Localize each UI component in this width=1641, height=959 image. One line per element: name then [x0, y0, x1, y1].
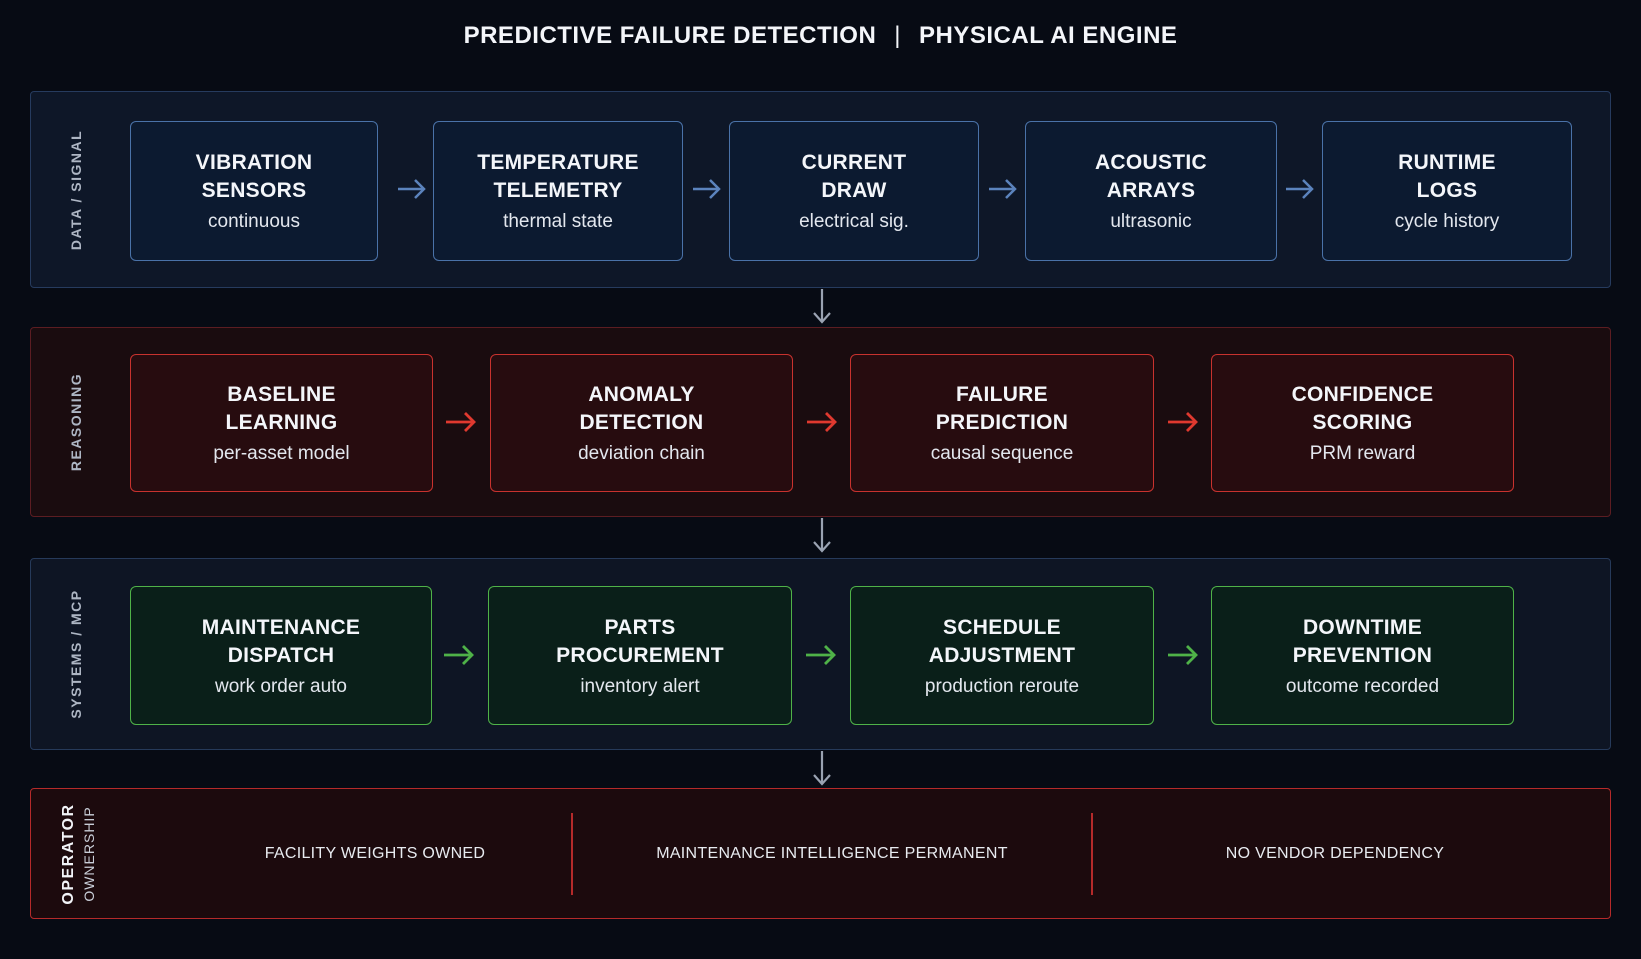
node-subtitle: outcome recorded [1285, 675, 1440, 697]
arrow-down-icon [813, 289, 831, 324]
node-temperature-telemetry: TEMPERATURE TELEMETRY thermal state [433, 121, 683, 261]
ownership-item-no-vendor-dependency: NO VENDOR DEPENDENCY [1225, 844, 1445, 862]
node-subtitle: PRM reward [1309, 443, 1416, 464]
node-runtime-logs: RUNTIME LOGS cycle history [1322, 121, 1572, 261]
node-maintenance-dispatch: MAINTENANCE DISPATCH work order auto [130, 586, 432, 725]
lane-systems-mcp: SYSTEMS / MCP MAINTENANCE DISPATCH work … [30, 558, 1611, 750]
node-downtime-prevention: DOWNTIME PREVENTION outcome recorded [1211, 586, 1514, 725]
arrow-down-icon [813, 751, 831, 786]
node-title: ANOMALY DETECTION [579, 383, 704, 434]
ownership-divider [1091, 813, 1093, 895]
node-baseline-learning: BASELINE LEARNING per-asset model [130, 354, 433, 492]
node-title: SCHEDULE ADJUSTMENT [928, 615, 1076, 667]
node-title: CONFIDENCE SCORING [1291, 383, 1434, 434]
node-subtitle: deviation chain [578, 443, 705, 464]
node-subtitle: production reroute [924, 675, 1080, 697]
node-subtitle: ultrasonic [1110, 211, 1192, 232]
node-schedule-adjustment: SCHEDULE ADJUSTMENT production reroute [850, 586, 1154, 725]
arrow-right-icon [446, 412, 476, 432]
node-title: VIBRATION SENSORS [195, 151, 313, 202]
lane-reasoning: REASONING BASELINE LEARNING per-asset mo… [30, 327, 1611, 517]
arrow-right-icon [398, 179, 426, 199]
diagram-title: PREDICTIVE FAILURE DETECTION | PHYSICAL AI… [0, 22, 1641, 50]
arrow-right-icon [989, 179, 1017, 199]
node-subtitle: electrical sig. [799, 211, 909, 232]
ownership-divider [571, 813, 573, 895]
node-subtitle: per-asset model [213, 443, 350, 464]
node-title: CURRENT DRAW [801, 151, 907, 202]
node-confidence-scoring: CONFIDENCE SCORING PRM reward [1211, 354, 1514, 492]
node-title: RUNTIME LOGS [1398, 151, 1496, 202]
lane-label-operator-ownership: OPERATOR OWNERSHIP [59, 803, 99, 904]
node-title: TEMPERATURE TELEMETRY [477, 151, 639, 202]
lane-label-systems-mcp: SYSTEMS / MCP [68, 589, 84, 719]
lane-operator-ownership: OPERATOR OWNERSHIP FACILITY WEIGHTS OWNE… [30, 788, 1611, 919]
node-subtitle: thermal state [503, 211, 613, 232]
node-failure-prediction: FAILURE PREDICTION causal sequence [850, 354, 1154, 492]
arrow-right-icon [1168, 645, 1198, 665]
lane-label-reasoning: REASONING [68, 372, 84, 472]
node-subtitle: causal sequence [930, 443, 1074, 464]
ownership-item-facility-weights: FACILITY WEIGHTS OWNED [264, 844, 486, 862]
node-subtitle: continuous [208, 211, 300, 232]
node-acoustic-arrays: ACOUSTIC ARRAYS ultrasonic [1025, 121, 1277, 261]
arrow-right-icon [806, 645, 836, 665]
title-right: PHYSICAL AI ENGINE [919, 22, 1178, 49]
lane-label-operator: OPERATOR [60, 802, 77, 905]
node-title: ACOUSTIC ARRAYS [1094, 151, 1208, 202]
node-subtitle: inventory alert [580, 675, 700, 697]
node-parts-procurement: PARTS PROCUREMENT inventory alert [488, 586, 792, 725]
arrow-right-icon [807, 412, 837, 432]
node-anomaly-detection: ANOMALY DETECTION deviation chain [490, 354, 793, 492]
node-title: MAINTENANCE DISPATCH [201, 615, 361, 667]
node-title: PARTS PROCUREMENT [556, 615, 724, 667]
lane-data-signal: DATA / SIGNAL VIBRATION SENSORS continuo… [30, 91, 1611, 288]
arrow-right-icon [444, 645, 474, 665]
arrow-down-icon [813, 518, 831, 553]
title-separator: | [894, 22, 902, 49]
node-title: DOWNTIME PREVENTION [1292, 615, 1433, 667]
node-current-draw: CURRENT DRAW electrical sig. [729, 121, 979, 261]
lane-label-data-signal: DATA / SIGNAL [68, 129, 84, 250]
arrow-right-icon [1168, 412, 1198, 432]
node-subtitle: work order auto [214, 675, 347, 697]
node-title: FAILURE PREDICTION [935, 383, 1069, 434]
ownership-item-maintenance-intelligence: MAINTENANCE INTELLIGENCE PERMANENT [656, 844, 1008, 862]
lane-label-ownership: OWNERSHIP [81, 805, 97, 902]
arrow-right-icon [1286, 179, 1314, 199]
node-title: BASELINE LEARNING [225, 383, 338, 434]
node-subtitle: cycle history [1394, 211, 1500, 232]
title-left: PREDICTIVE FAILURE DETECTION [463, 22, 877, 49]
arrow-right-icon [693, 179, 721, 199]
node-vibration-sensors: VIBRATION SENSORS continuous [130, 121, 378, 261]
